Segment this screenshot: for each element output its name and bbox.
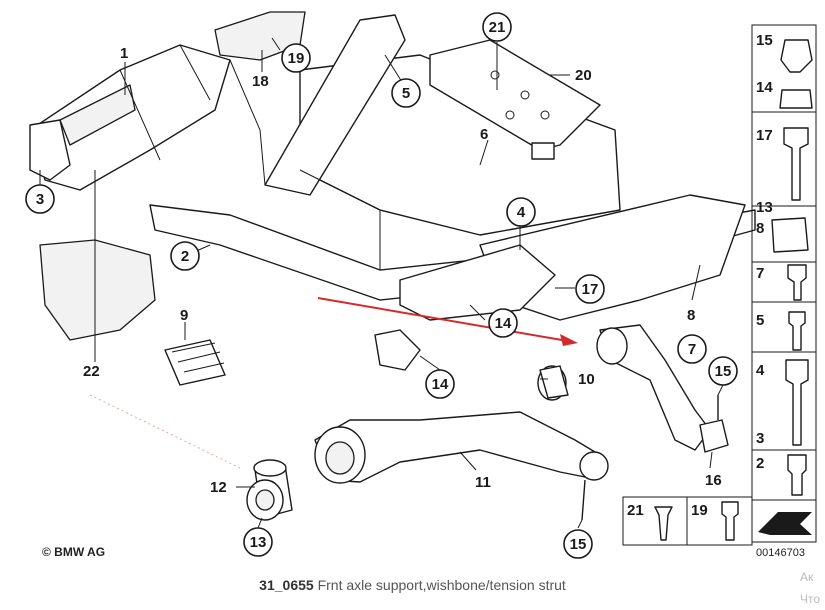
leader-lines (39, 37, 724, 529)
wishbone-arm (314, 411, 609, 521)
panel-label-15: 15 (756, 32, 773, 49)
callout-11: 11 (475, 474, 491, 491)
bolt-short-icon (787, 264, 807, 301)
axle-support-frame (29, 14, 756, 371)
svg-text:10: 10 (578, 371, 595, 388)
panel-label-14: 14 (756, 79, 773, 96)
callout-13: 13 (243, 527, 273, 557)
callout-14-lower: 14 (425, 369, 455, 399)
small-parts-boxes: 21 19 (622, 496, 753, 546)
svg-text:3: 3 (36, 191, 44, 208)
panel-label-7: 7 (756, 265, 764, 282)
clip-nut-icon (771, 217, 809, 253)
svg-text:1: 1 (120, 45, 128, 62)
callout-17: 17 (575, 274, 605, 304)
svg-text:18: 18 (252, 73, 269, 90)
panel-label-8: 8 (756, 220, 764, 237)
panel-label-19: 19 (691, 502, 708, 519)
callout-9: 9 (180, 307, 188, 324)
panel-label-13: 13 (756, 199, 773, 216)
callout-4: 4 (506, 197, 536, 227)
overlay-line-1: Ак (800, 570, 814, 584)
svg-text:9: 9 (180, 307, 188, 324)
svg-text:19: 19 (288, 50, 305, 67)
svg-text:21: 21 (489, 19, 506, 36)
image-caption: 31_0655 Frnt axle support,wishbone/tensi… (0, 577, 825, 593)
callout-20: 20 (575, 67, 592, 84)
svg-text:11: 11 (475, 474, 491, 491)
svg-text:15: 15 (570, 536, 587, 553)
direction-arrow (758, 512, 812, 535)
expanding-rivet-icon (654, 506, 673, 541)
callout-7: 7 (677, 334, 707, 364)
svg-text:15: 15 (715, 363, 732, 380)
svg-text:13: 13 (250, 534, 267, 551)
svg-text:16: 16 (705, 472, 722, 489)
panel-label-21: 21 (627, 502, 644, 519)
reinforcement-plate (429, 39, 601, 160)
caption-code: 31_0655 (259, 577, 314, 593)
callout-21: 21 (482, 12, 512, 42)
callout-8: 8 (687, 307, 695, 324)
sleeve-bolt-icon (787, 454, 807, 496)
collar-nut-icon (779, 89, 813, 109)
callout-10: 10 (578, 371, 595, 388)
engine-mount-bracket (39, 239, 156, 341)
callout-12: 12 (210, 479, 227, 496)
callout-15-lower: 15 (563, 529, 593, 559)
bolt-long-icon (783, 127, 809, 201)
callout-18: 18 (252, 73, 269, 90)
panel-label-17: 17 (756, 127, 773, 144)
svg-text:8: 8 (687, 307, 695, 324)
overlay-text: Ак Что (800, 566, 820, 610)
hardware-panel: 15 14 17 13 8 7 5 4 3 2 (751, 24, 817, 543)
callout-19: 19 (281, 43, 311, 73)
svg-text:7: 7 (688, 341, 696, 358)
svg-text:20: 20 (575, 67, 592, 84)
panel-label-4: 4 (756, 362, 765, 379)
cable-clip (164, 339, 226, 386)
highlight-arrow (317, 297, 578, 346)
caption-text: Frnt axle support,wishbone/tension strut (317, 577, 566, 593)
callout-14-upper: 14 (488, 308, 518, 338)
panel-label-2: 2 (756, 455, 764, 472)
callout-3: 3 (25, 184, 55, 214)
svg-text:22: 22 (83, 363, 100, 380)
callout-15-upper: 15 (708, 356, 738, 386)
bolt-medium-icon (788, 311, 806, 351)
panel-label-3: 3 (756, 430, 764, 447)
bolt-flange-icon (785, 359, 809, 446)
wishbone-bushing (246, 459, 293, 521)
callout-1: 1 (120, 45, 128, 62)
svg-text:5: 5 (402, 85, 410, 102)
callout-22: 22 (83, 363, 100, 380)
svg-text:2: 2 (181, 248, 189, 265)
svg-text:12: 12 (210, 479, 227, 496)
svg-text:14: 14 (432, 376, 449, 393)
drawing-number: 00146703 (756, 547, 805, 559)
faint-dotted-line (89, 394, 241, 469)
nut-icon (780, 39, 813, 73)
svg-text:17: 17 (582, 281, 599, 298)
tension-strut (596, 324, 729, 453)
callout-5: 5 (391, 78, 421, 108)
copyright-label: © BMW AG (42, 545, 105, 559)
overlay-line-2: Что (800, 592, 821, 606)
bolt-small-icon (721, 501, 739, 541)
svg-text:6: 6 (480, 126, 488, 143)
tension-strut-bearing (537, 365, 569, 401)
panel-label-5: 5 (756, 312, 764, 329)
callout-16: 16 (705, 472, 722, 489)
callout-6: 6 (480, 126, 488, 143)
svg-text:14: 14 (495, 315, 512, 332)
callout-2: 2 (170, 241, 200, 271)
svg-text:4: 4 (517, 204, 526, 221)
